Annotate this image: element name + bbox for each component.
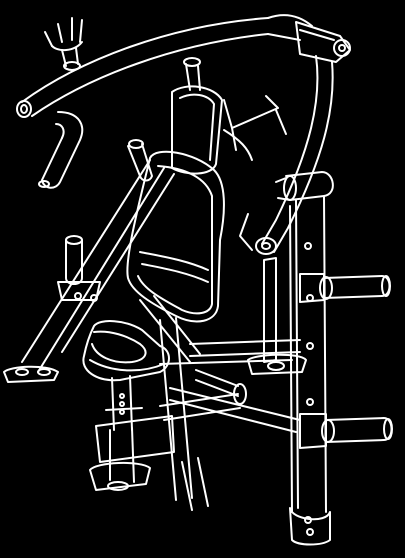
left-weight-horn	[57, 235, 101, 301]
upright-weight-horn-lower	[299, 413, 393, 449]
upright-weight-horn-upper	[299, 273, 391, 303]
seat-post	[105, 375, 143, 431]
top-curved-beam	[16, 14, 313, 118]
seat	[82, 320, 170, 382]
left-diagonal-frame	[3, 159, 175, 383]
left-lever-handle	[127, 139, 153, 182]
left-grip-handle	[38, 111, 84, 189]
central-rail	[139, 295, 201, 501]
line-art	[3, 14, 393, 546]
top-weight-horn	[44, 17, 83, 71]
bottom-center-bar	[159, 393, 241, 511]
right-frame-upright	[289, 195, 331, 546]
top-pivot-hub	[295, 21, 351, 63]
head-pad	[171, 57, 223, 175]
right-lever-arm	[239, 55, 334, 255]
front-base	[89, 415, 175, 491]
rear-upright	[223, 95, 287, 161]
